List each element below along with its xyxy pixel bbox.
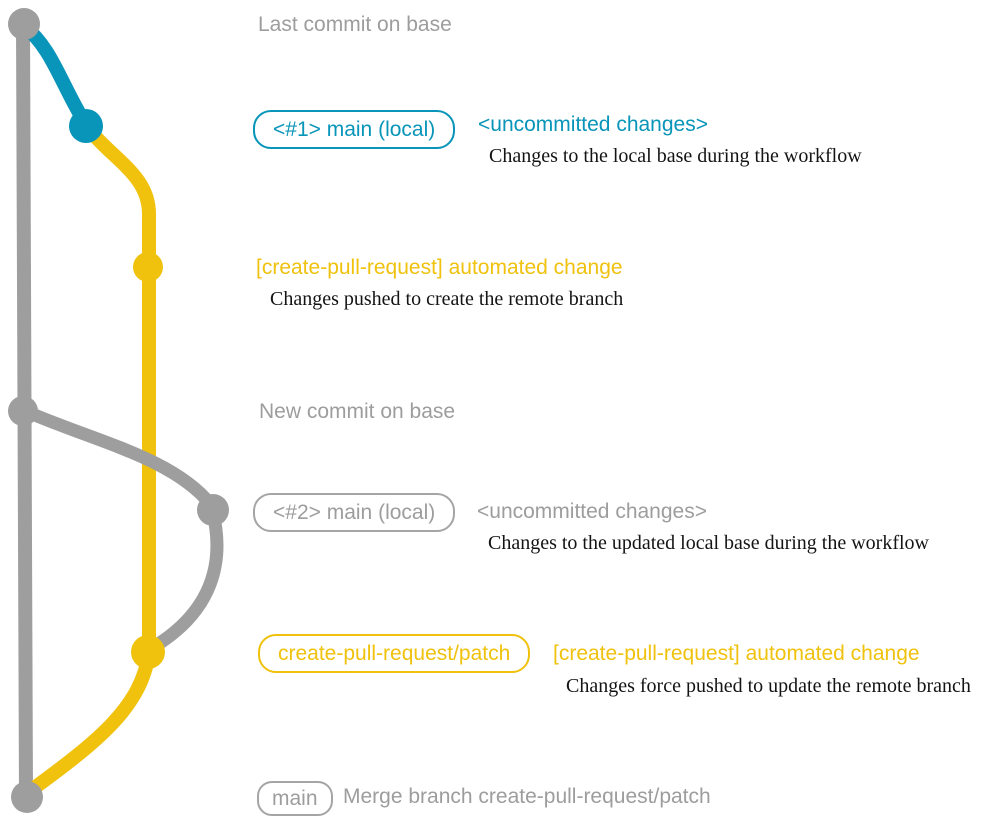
label-last-commit-on-base: Last commit on base bbox=[258, 13, 452, 36]
branch-line-main-local-2 bbox=[16, 403, 224, 655]
commit-node-uncommitted-changes-1 bbox=[69, 109, 103, 143]
branch-line-main-local bbox=[17, 19, 92, 130]
branch-line-patch bbox=[80, 120, 156, 657]
branch-line-patch-merge bbox=[23, 645, 156, 798]
commit-node-last-commit-on-base bbox=[8, 8, 40, 40]
commit-desc-automated-change-1: Changes pushed to create the remote bran… bbox=[270, 288, 624, 310]
branch-badge-patch: create-pull-request/patch bbox=[258, 634, 531, 673]
commit-node-automated-change-2 bbox=[131, 635, 165, 669]
commit-desc-uncommitted-changes-1: Changes to the local base during the wor… bbox=[489, 145, 862, 167]
branch-badge-main-local-2: <#2> main (local) bbox=[253, 493, 456, 532]
commit-title-automated-change-2: [create-pull-request] automated change bbox=[553, 642, 920, 665]
branch-badge-main-local-1: <#1> main (local) bbox=[253, 110, 456, 149]
label-merge-commit: Merge branch create-pull-request/patch bbox=[343, 785, 711, 808]
commit-title-uncommitted-changes-2: <uncommitted changes> bbox=[477, 500, 707, 523]
commit-node-new-commit-on-base bbox=[8, 396, 38, 426]
commit-node-uncommitted-changes-2 bbox=[197, 494, 229, 526]
commit-title-automated-change-1: [create-pull-request] automated change bbox=[256, 256, 623, 279]
commit-node-automated-change-1 bbox=[133, 252, 163, 282]
commit-title-uncommitted-changes-1: <uncommitted changes> bbox=[478, 113, 708, 136]
commit-node-merge-commit bbox=[11, 781, 43, 813]
branch-badge-main: main bbox=[257, 781, 333, 816]
commit-desc-uncommitted-changes-2: Changes to the updated local base during… bbox=[488, 532, 929, 554]
commit-desc-automated-change-2: Changes force pushed to update the remot… bbox=[566, 675, 971, 697]
label-new-commit-on-base: New commit on base bbox=[259, 400, 456, 423]
